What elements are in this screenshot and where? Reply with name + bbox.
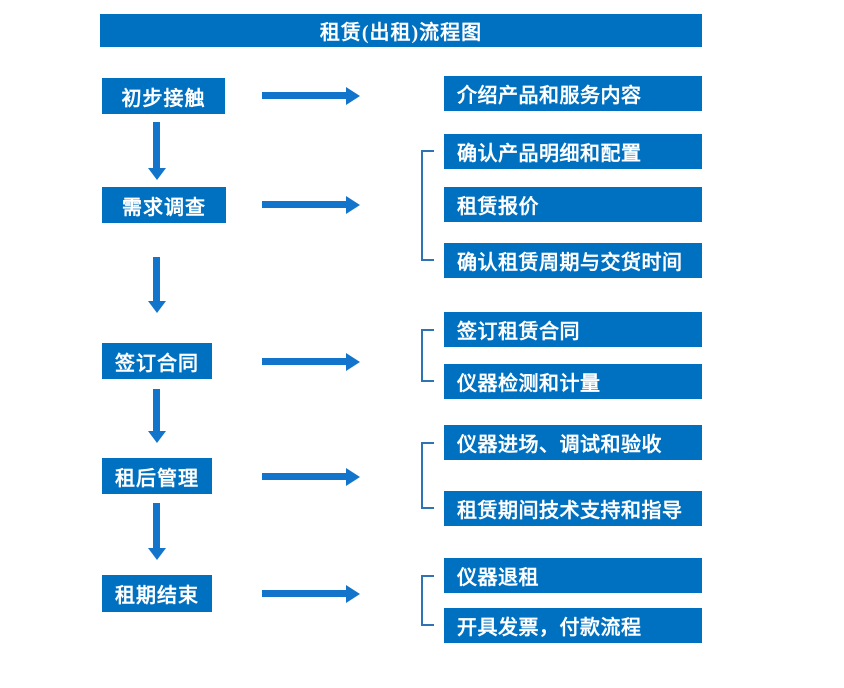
bracket-icon xyxy=(421,329,434,382)
bracket-icon xyxy=(421,150,434,261)
stage-box-sign-contract: 签订合同 xyxy=(102,343,212,379)
arrow-down-icon xyxy=(153,122,160,168)
detail-box-sign-rental-contract: 签订租赁合同 xyxy=(444,312,702,347)
detail-box-invoice-payment: 开具发票，付款流程 xyxy=(444,608,702,643)
bracket-icon xyxy=(421,442,434,509)
arrow-down-icon xyxy=(153,257,160,301)
arrow-right-icon xyxy=(262,92,346,99)
page-title: 租赁(出租)流程图 xyxy=(100,14,702,47)
bracket-icon xyxy=(421,575,434,626)
detail-box-confirm-period-delivery: 确认租赁周期与交货时间 xyxy=(444,243,702,278)
arrow-right-icon xyxy=(262,358,346,365)
stage-box-post-rental-management: 租后管理 xyxy=(102,458,212,494)
stage-box-rental-end: 租期结束 xyxy=(102,575,212,612)
arrow-right-icon xyxy=(262,201,346,208)
detail-box-instrument-setup-acceptance: 仪器进场、调试和验收 xyxy=(444,425,702,460)
detail-box-introduce-products-services: 介绍产品和服务内容 xyxy=(444,76,702,111)
arrow-down-icon xyxy=(153,503,160,548)
detail-box-instrument-testing: 仪器检测和计量 xyxy=(444,364,702,399)
detail-box-technical-support: 租赁期间技术支持和指导 xyxy=(444,491,702,526)
arrow-right-icon xyxy=(262,473,346,480)
detail-box-rental-quotation: 租赁报价 xyxy=(444,187,702,222)
arrow-down-icon xyxy=(153,389,160,431)
detail-box-confirm-product-details: 确认产品明细和配置 xyxy=(444,134,702,169)
stage-box-demand-survey: 需求调查 xyxy=(102,187,226,223)
detail-box-instrument-return: 仪器退租 xyxy=(444,558,702,593)
arrow-right-icon xyxy=(262,590,346,597)
stage-box-initial-contact: 初步接触 xyxy=(102,78,225,114)
